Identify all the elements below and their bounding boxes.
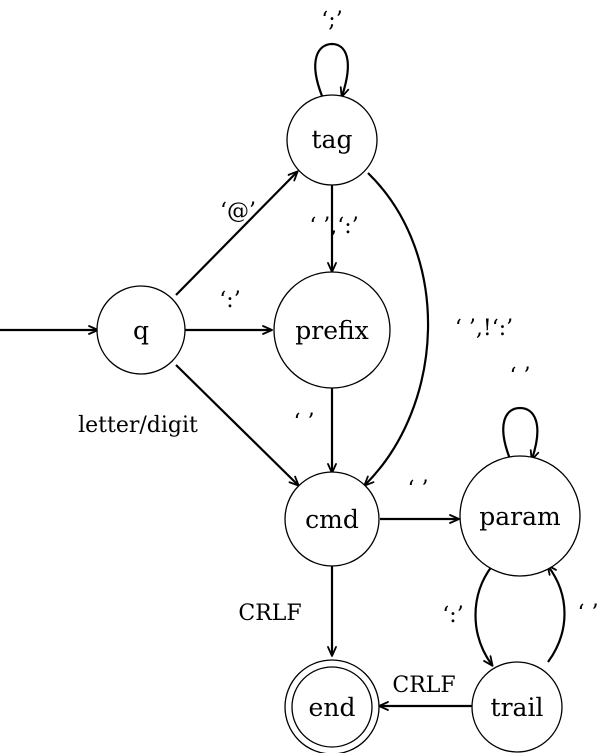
state-label-param: param xyxy=(479,502,561,531)
edge-param-self xyxy=(502,406,540,461)
label-param-self: ‘ ’ xyxy=(510,364,531,389)
state-cmd: cmd xyxy=(284,471,380,567)
state-end-accepting: end xyxy=(284,659,380,753)
edge-q-tag xyxy=(175,170,299,296)
edge-labels: ‘;’ ‘@’ ‘ ’,‘:’ ‘:’ ‘ ’,!‘:’ letter/digi… xyxy=(78,8,598,698)
state-label-end: end xyxy=(309,693,356,722)
edge-param-trail xyxy=(474,565,494,667)
label-cmd-param: ‘ ’ xyxy=(408,477,429,502)
label-q-prefix: ‘:’ xyxy=(219,288,240,313)
label-cmd-end: CRLF xyxy=(238,601,301,626)
label-prefix-cmd: ‘ ’ xyxy=(294,410,315,435)
label-q-tag: ‘@’ xyxy=(220,199,256,224)
state-label-trail: trail xyxy=(491,693,544,722)
state-param: param xyxy=(459,455,581,577)
label-tag-cmd: ‘ ’,!‘:’ xyxy=(455,316,513,341)
label-trail-end: CRLF xyxy=(392,673,455,698)
edge-q-cmd xyxy=(175,364,300,487)
edges xyxy=(0,42,566,711)
label-q-cmd: letter/digit xyxy=(78,413,198,438)
label-tag-self: ‘;’ xyxy=(321,8,342,33)
edge-tag-self xyxy=(314,42,350,98)
state-tag: tag xyxy=(286,94,378,186)
label-trail-param: ‘ ’ xyxy=(578,601,599,626)
state-label-tag: tag xyxy=(312,125,353,154)
edge-trail-param xyxy=(546,564,566,663)
state-label-prefix: prefix xyxy=(295,316,369,345)
state-prefix: prefix xyxy=(273,271,391,389)
state-label-cmd: cmd xyxy=(305,505,359,534)
label-param-trail: ‘:’ xyxy=(442,603,463,628)
state-q: q xyxy=(96,285,186,375)
states: q tag prefix cmd param trail end xyxy=(96,94,581,753)
state-label-q: q xyxy=(133,316,149,345)
label-tag-prefix: ‘ ’,‘:’ xyxy=(309,214,358,239)
state-trail: trail xyxy=(471,661,563,753)
edge-tag-cmd xyxy=(363,172,430,487)
